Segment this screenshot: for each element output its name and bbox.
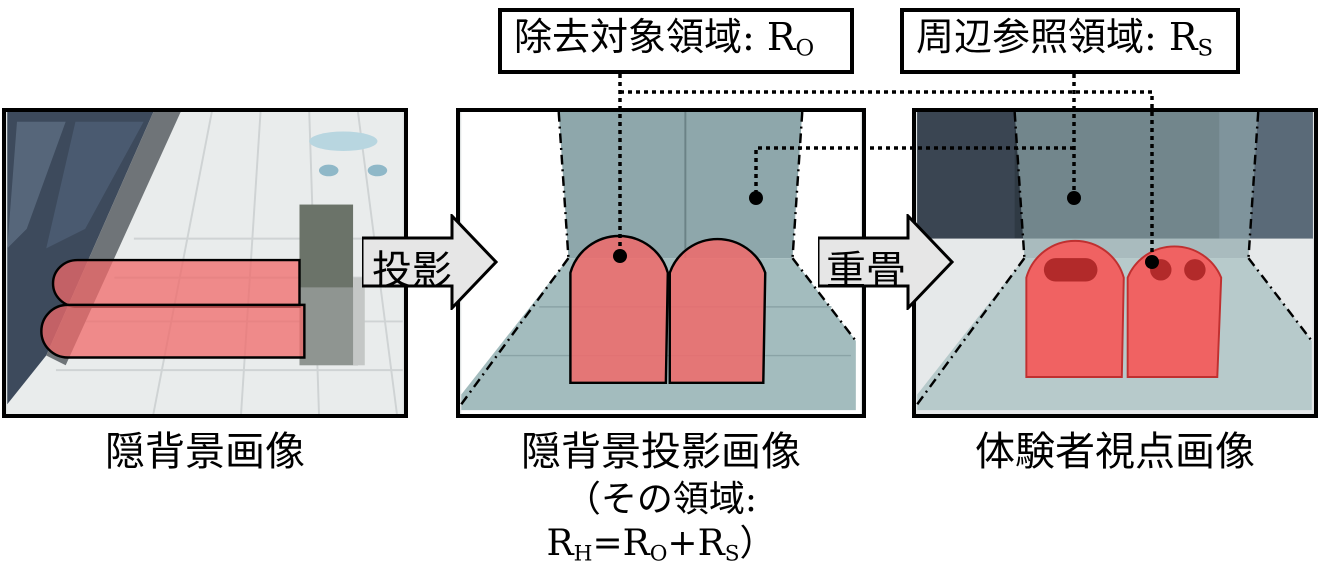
projection-arrow — [362, 214, 498, 310]
hidden-background-scene — [7, 112, 403, 414]
overlay-arrow-label: 重畳 — [826, 248, 906, 294]
caption-hidden-background: 隠背景画像 — [105, 429, 305, 475]
viewer-viewpoint-panel — [912, 108, 1318, 418]
projected-background-panel — [456, 108, 866, 418]
removal-target-sub: O — [795, 35, 815, 62]
surround-ref-sub: S — [1197, 35, 1214, 62]
removal-target-text: 除去対象領域: R — [514, 15, 796, 59]
projection-arrow-label: 投影 — [372, 248, 452, 294]
projected-background-scene — [460, 112, 861, 414]
surround-ref-label: 周辺参照領域: RS — [900, 8, 1240, 74]
hidden-background-panel — [2, 108, 408, 418]
surround-ref-text: 周辺参照領域: R — [916, 15, 1198, 59]
caption-viewer-viewpoint: 体験者視点画像 — [975, 429, 1255, 475]
viewer-viewpoint-scene — [916, 112, 1313, 414]
caption-projected-region: （その領域: RH=RO+RS） — [546, 479, 776, 567]
caption-projected-background: 隠背景投影画像 — [521, 429, 801, 475]
removal-target-label: 除去対象領域: RO — [498, 8, 854, 74]
